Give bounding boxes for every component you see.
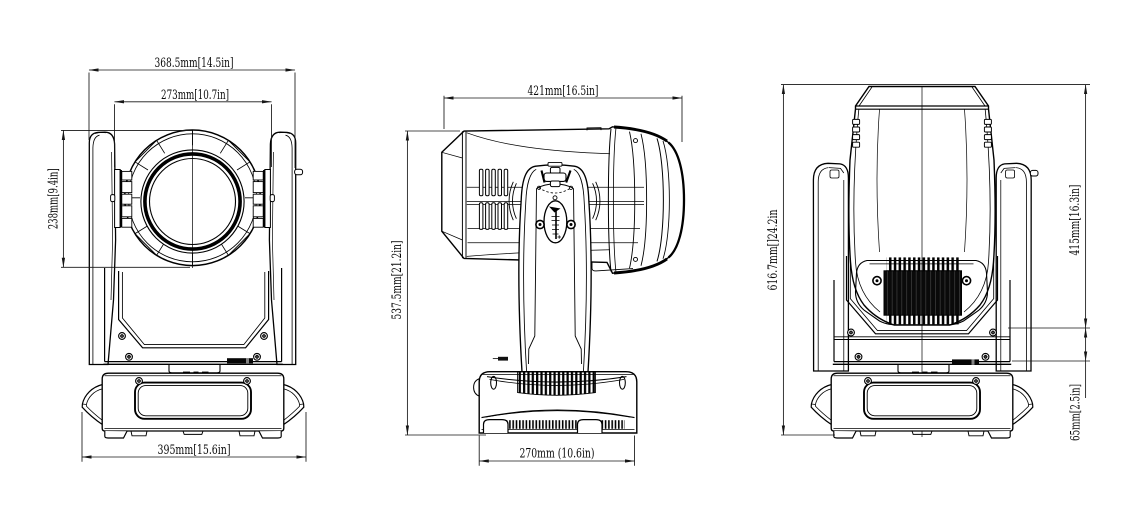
side-tilt-lock <box>498 356 508 361</box>
back-yoke-arm-right <box>995 162 1039 372</box>
back-yoke-arm-left <box>812 162 850 372</box>
front-tilt-bracket-left <box>110 169 133 228</box>
side-foot-rear <box>576 419 603 433</box>
back-heatsink <box>872 257 972 325</box>
dim-front-yoke-width: 368.5mm[14.5in] <box>88 56 296 168</box>
dim-label: 421mm[16.5in] <box>528 84 599 99</box>
side-base <box>473 356 638 434</box>
dim-front-head-height: 238mm[9.4in] <box>47 129 192 268</box>
side-bezel-rim-bottom <box>613 257 668 275</box>
side-pan-lock <box>540 161 572 188</box>
side-pan-hub <box>508 181 601 221</box>
side-bellows <box>517 371 596 396</box>
side-handle-arc <box>486 376 627 383</box>
side-handle-hole-right <box>618 375 626 390</box>
side-base-bump <box>473 378 480 397</box>
heatsink-fins-bottom <box>886 315 959 325</box>
dim-label: 368.5mm[14.5in] <box>155 56 234 71</box>
dim-side-head-depth: 421mm[16.5in] <box>443 84 683 142</box>
front-yoke-arm-right <box>268 131 304 366</box>
front-yoke-arm-left <box>88 131 117 366</box>
dim-label: 65mm[2.5in] <box>1069 384 1084 441</box>
dim-front-base-width: 395mm[15.6in] <box>81 412 307 462</box>
back-vents <box>852 118 992 148</box>
side-vents <box>478 168 509 230</box>
heatsink-block <box>883 270 962 316</box>
base-foot-right <box>258 430 282 439</box>
dim-back-upper-height: 415mm[16.3in] <box>1008 84 1090 362</box>
back-base <box>811 373 1033 438</box>
side-rotation-indicator <box>536 185 574 201</box>
dim-label: 415mm[16.3in] <box>1068 185 1083 256</box>
base-handle-recess <box>134 381 252 420</box>
dim-back-lower-height: 65mm[2.5in] <box>1069 327 1088 441</box>
side-handle-hole-left <box>490 375 498 390</box>
front-head-facets <box>134 139 251 256</box>
side-dimensions: 421mm[16.5in] 537.5mm[21.2in] 270mm (10.… <box>390 84 683 466</box>
side-bezel <box>586 125 686 275</box>
front-dimensions: 368.5mm[14.5in] 273mm[10.7in] 238mm[9.4i… <box>47 56 307 462</box>
side-yoke-arm <box>518 161 592 373</box>
side-bezel-screw-bottom <box>633 256 638 262</box>
back-dimensions: 616.7mm[]24.2in 415mm[16.3in] 65mm[2.5in… <box>766 84 1090 441</box>
side-view: 421mm[16.5in] 537.5mm[21.2in] 270mm (10.… <box>390 84 686 466</box>
base-body <box>101 372 285 432</box>
back-heatsink-shield <box>854 259 989 326</box>
front-yoke-crossbar <box>103 268 283 365</box>
dim-side-body-height: 537.5mm[21.2in] <box>390 130 486 436</box>
dim-front-head-width: 273mm[10.7in] <box>114 88 272 167</box>
side-bezel-screw-top <box>633 138 638 144</box>
dim-label: 238mm[9.4in] <box>47 168 62 229</box>
side-head-rear-cap <box>441 131 467 259</box>
side-foot-front <box>482 419 509 433</box>
front-base <box>81 372 305 439</box>
dim-label: 537.5mm[21.2in] <box>390 241 405 320</box>
dim-label: 395mm[15.6in] <box>158 443 231 458</box>
base-foot-left <box>104 430 128 439</box>
side-skid-arch <box>481 409 635 419</box>
dim-back-total-height: 616.7mm[]24.2in <box>766 84 1090 436</box>
logo-flag <box>549 206 561 213</box>
dim-label: 270mm (10.6in) <box>520 447 595 462</box>
back-head-tower <box>845 85 999 437</box>
front-view: 368.5mm[14.5in] 273mm[10.7in] 238mm[9.4i… <box>47 56 307 462</box>
side-base-teeth <box>489 420 625 429</box>
dim-label: 616.7mm[]24.2in <box>766 209 781 290</box>
side-bezel-rim-top <box>613 125 668 143</box>
back-arm-pin <box>1029 169 1039 177</box>
base-wing-right <box>282 383 305 426</box>
dim-label: 273mm[10.7in] <box>161 88 229 103</box>
dim-side-base-depth: 270mm (10.6in) <box>478 435 635 466</box>
front-serial-label <box>227 358 253 364</box>
front-head <box>110 129 276 268</box>
back-serial-label <box>952 359 979 365</box>
back-view: 616.7mm[]24.2in 415mm[16.3in] 65mm[2.5in… <box>766 84 1090 441</box>
front-arm-pin <box>294 168 304 176</box>
heatsink-fins-top <box>886 257 959 271</box>
